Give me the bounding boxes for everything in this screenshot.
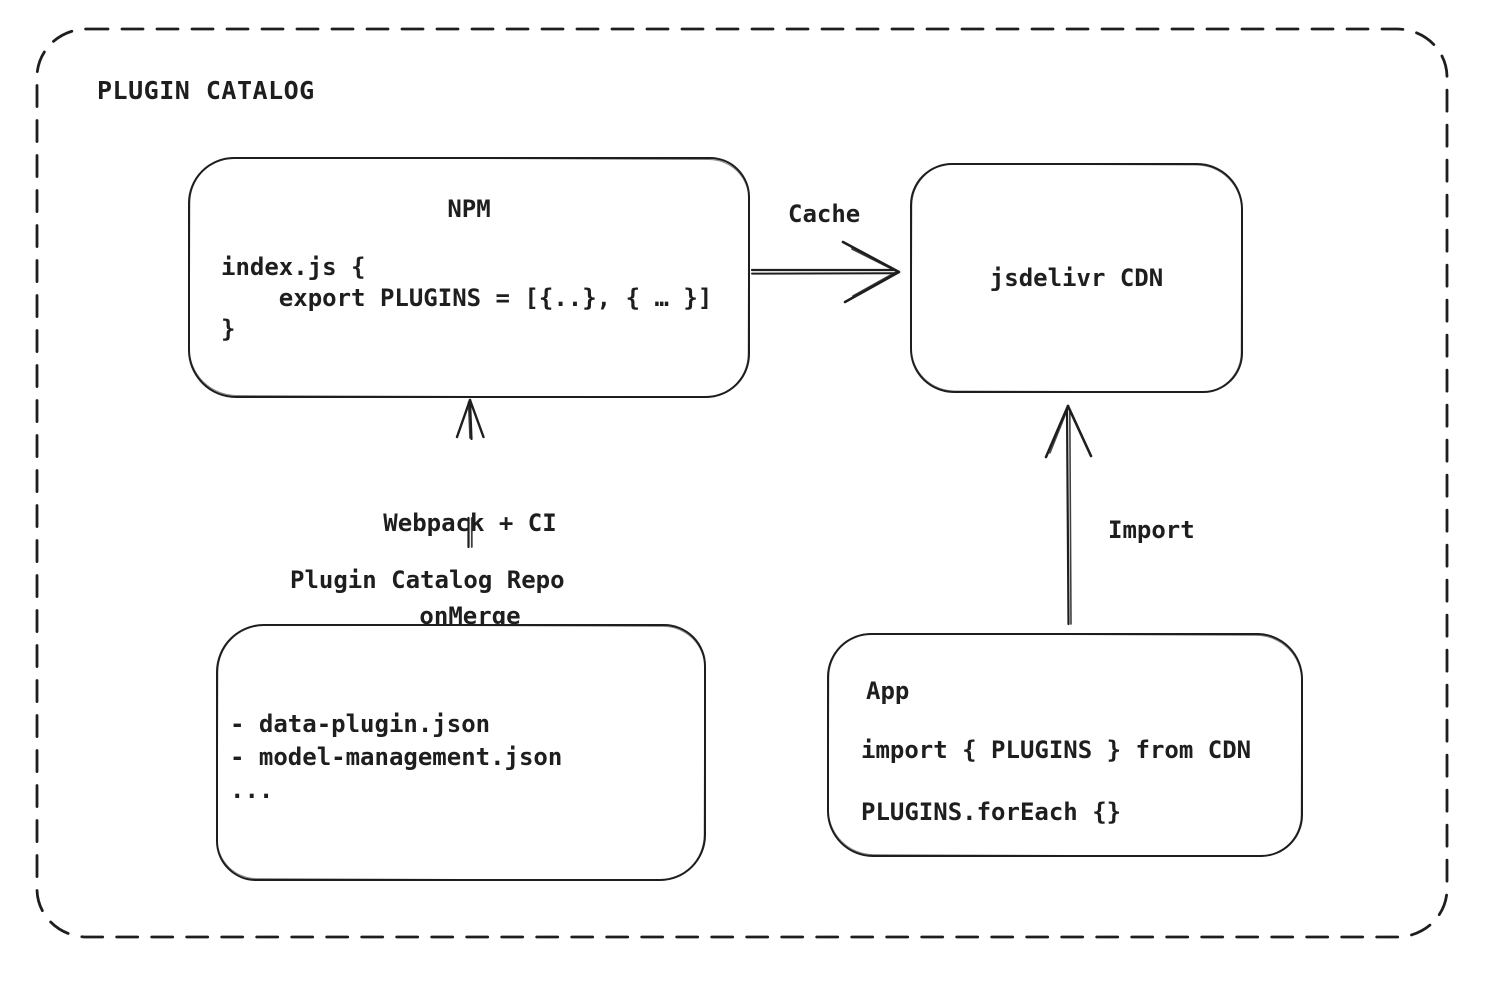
npm-code-line-1: index.js { <box>221 253 366 281</box>
jsdelivr-cdn-title: jsdelivr CDN <box>989 264 1164 292</box>
repo-file-list: - data-plugin.json - model-management.js… <box>230 708 562 807</box>
app-title: App <box>866 677 910 705</box>
app-code-line-1: import { PLUGINS } from CDN <box>861 736 1252 764</box>
node-npm: NPM index.js { export PLUGINS = [{..}, {… <box>188 157 750 398</box>
cache-arrow-label: Cache <box>788 200 861 228</box>
node-jsdelivr-cdn: jsdelivr CDN <box>910 163 1243 393</box>
build-arrow-label-line-1: Webpack + CI <box>383 509 557 537</box>
repo-file-2: - model-management.json <box>230 743 563 771</box>
npm-code-line-3: } <box>221 315 236 343</box>
repo-file-1: - data-plugin.json <box>230 710 491 738</box>
repo-title: Plugin Catalog Repo <box>290 566 565 594</box>
app-code-line-2: PLUGINS.forEach {} <box>861 798 1122 826</box>
cache-arrow <box>750 240 901 304</box>
node-plugin-catalog-repo: - data-plugin.json - model-management.js… <box>216 624 706 881</box>
import-arrow-label: Import <box>1108 516 1195 544</box>
import-arrow <box>1044 404 1093 626</box>
npm-code-line-2: export PLUGINS = [{..}, { … }] <box>221 284 713 312</box>
diagram-title: PLUGIN CATALOG <box>97 76 315 105</box>
npm-code-block: index.js { export PLUGINS = [{..}, { … }… <box>221 252 712 345</box>
npm-title: NPM <box>447 195 491 223</box>
repo-file-3: ... <box>230 776 274 804</box>
node-app: App import { PLUGINS } from CDN PLUGINS.… <box>827 633 1303 857</box>
